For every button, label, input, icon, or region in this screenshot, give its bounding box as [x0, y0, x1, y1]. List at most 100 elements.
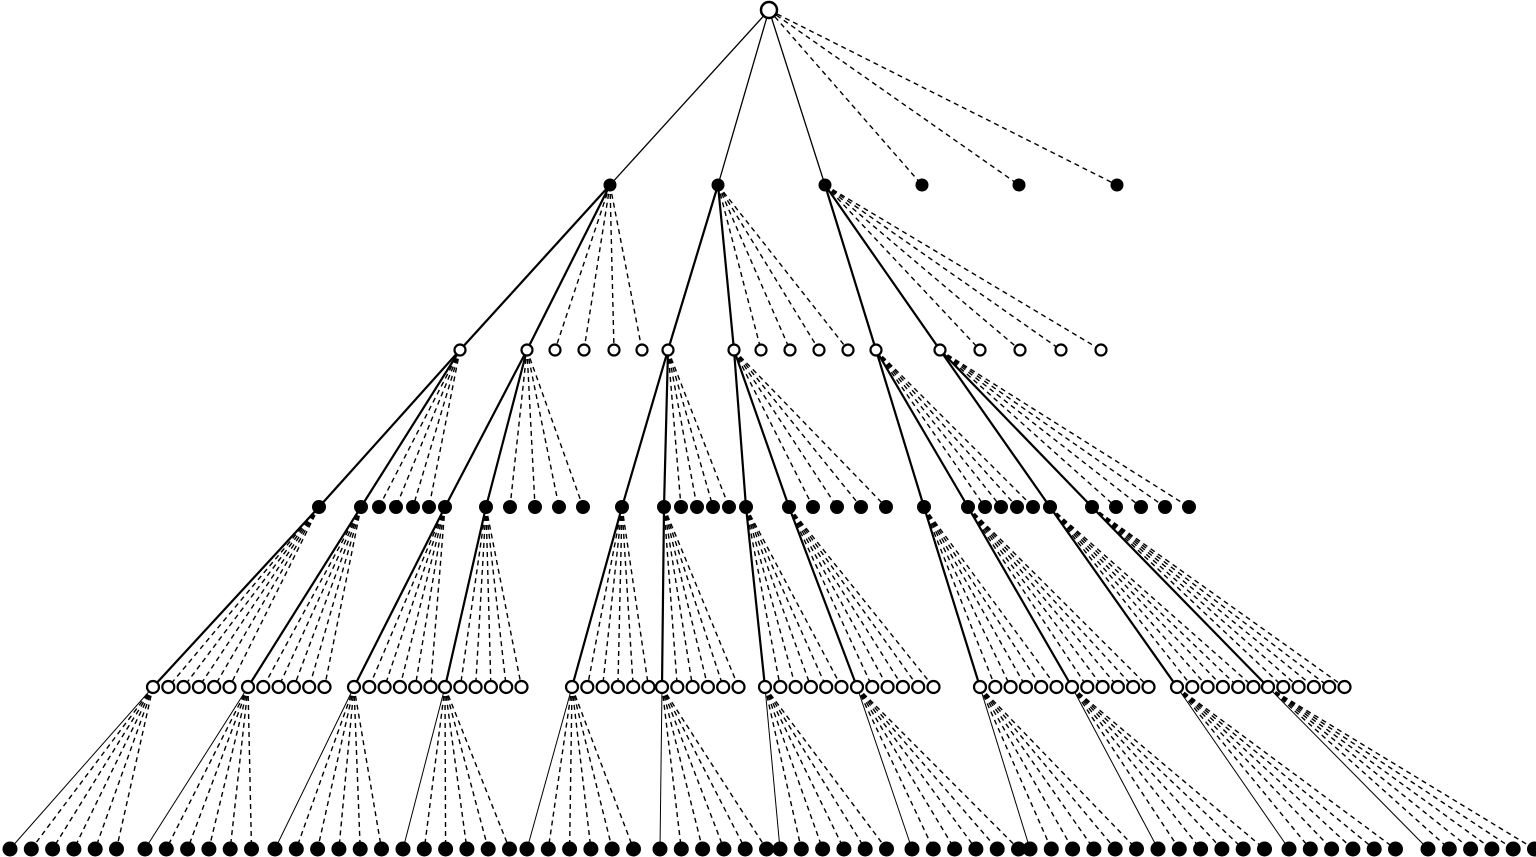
hollow-node — [731, 679, 746, 695]
dashed-edge — [856, 686, 1019, 850]
solid-edge — [318, 349, 461, 508]
hollow-node — [145, 679, 161, 695]
filled-node — [288, 841, 304, 857]
filled-node — [961, 500, 975, 514]
hollow-node — [819, 679, 834, 695]
hollow-node — [812, 343, 826, 357]
dashed-edge — [1049, 506, 1254, 688]
filled-node — [857, 841, 873, 857]
dashed-edge — [412, 349, 461, 508]
solid-edge — [1267, 686, 1429, 850]
hollow-node — [580, 679, 595, 695]
dashed-edge — [768, 9, 923, 186]
dashed-edge — [353, 686, 361, 850]
filled-node — [690, 500, 704, 514]
solid-edge — [247, 506, 362, 688]
hollow-node — [595, 679, 610, 695]
hollow-node — [207, 679, 222, 695]
solid-edge — [1071, 686, 1159, 850]
dashed-edge — [395, 349, 461, 508]
hollow-node — [423, 679, 438, 695]
dashed-edge — [1091, 506, 1330, 688]
hollow-node — [788, 679, 803, 695]
dashed-edge — [764, 686, 866, 850]
filled-node — [528, 500, 542, 514]
dashed-edge — [353, 686, 383, 850]
hollow-node — [841, 343, 855, 357]
dashed-edge — [717, 184, 762, 351]
hollow-node — [317, 679, 332, 695]
filled-node — [1110, 178, 1124, 192]
dashed-edge — [526, 349, 584, 508]
hollow-node — [607, 343, 621, 357]
hollow-node — [302, 679, 317, 695]
dashed-edge — [923, 506, 1012, 688]
dashed-edge — [1176, 686, 1375, 850]
hollow-node — [161, 679, 176, 695]
dashed-edge — [768, 9, 1118, 186]
filled-node — [1505, 841, 1521, 857]
hollow-node — [408, 679, 423, 695]
hollow-node — [191, 679, 206, 695]
hollow-node — [256, 679, 271, 695]
hollow-node — [1064, 679, 1080, 695]
tree-edges — [9, 9, 1535, 850]
filled-node — [331, 841, 347, 857]
filled-node — [1324, 841, 1340, 857]
dashed-edge — [717, 184, 820, 351]
dashed-edge — [663, 506, 678, 688]
solid-edge — [764, 686, 781, 850]
solid-edge — [922, 506, 982, 688]
dashed-edge — [824, 184, 1102, 351]
filled-node — [1366, 841, 1382, 857]
filled-node — [389, 500, 403, 514]
solid-edge — [939, 349, 1051, 508]
hollow-node — [635, 343, 649, 357]
dashed-edge — [423, 686, 446, 850]
filled-node — [395, 841, 411, 857]
filled-node — [1281, 841, 1297, 857]
dashed-edge — [368, 506, 446, 688]
solid-edge — [444, 349, 528, 508]
hollow-node — [1034, 679, 1049, 695]
filled-node — [1011, 841, 1026, 857]
filled-node — [87, 841, 103, 857]
filled-node — [66, 841, 82, 857]
dashed-edge — [617, 506, 623, 688]
filled-node — [711, 178, 725, 192]
filled-node — [310, 841, 326, 857]
hollow-node — [1003, 679, 1018, 695]
hollow-node — [1260, 679, 1276, 695]
filled-node — [2, 841, 18, 857]
filled-node — [722, 500, 736, 514]
solid-edge — [609, 9, 770, 186]
dashed-edge — [856, 686, 934, 850]
hollow-node — [926, 679, 941, 695]
dashed-edge — [939, 349, 1190, 508]
dashed-edge — [485, 506, 507, 688]
hollow-node — [1322, 679, 1337, 695]
dashed-edge — [661, 686, 682, 850]
hollow-node — [222, 679, 237, 695]
dashed-edge — [875, 349, 1018, 508]
filled-node — [137, 841, 153, 857]
dashed-edge — [1071, 686, 1202, 850]
solid-edge — [768, 9, 826, 186]
dashed-edge — [583, 184, 611, 351]
solid-edge — [666, 184, 720, 351]
dashed-edge — [967, 506, 1104, 688]
dashed-edge — [198, 506, 320, 688]
dashed-edge — [764, 686, 824, 850]
hollow-node — [783, 343, 797, 357]
dashed-edge — [1049, 506, 1239, 688]
dashed-edge — [745, 506, 797, 688]
dashed-edge — [208, 686, 249, 850]
filled-node — [1010, 500, 1024, 514]
hollow-node — [240, 679, 256, 695]
filled-node — [806, 500, 820, 514]
dashed-edge — [764, 686, 845, 850]
filled-node — [1134, 500, 1148, 514]
dashed-edge — [979, 686, 1074, 850]
filled-node — [354, 500, 368, 514]
hollow-node — [803, 679, 819, 695]
